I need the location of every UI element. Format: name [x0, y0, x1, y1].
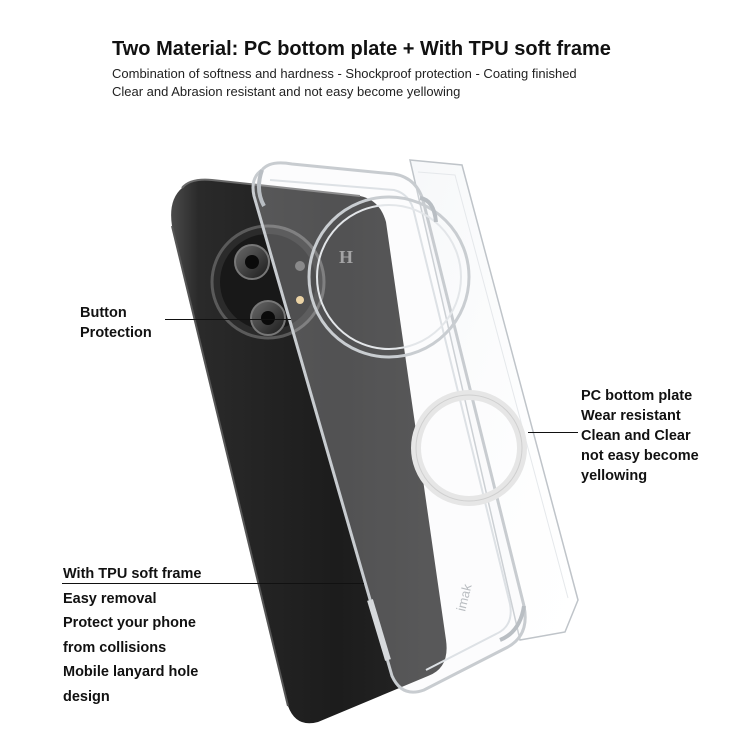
callout-text: Easy removal	[63, 590, 157, 607]
leader-line-tpu	[62, 583, 364, 585]
header: Two Material: PC bottom plate + With TPU…	[112, 36, 732, 101]
callout-text: Clean and Clear	[581, 428, 691, 444]
leader-line-pc	[528, 432, 578, 434]
callout-text: Protection	[80, 325, 152, 341]
callout-text: Button	[80, 305, 127, 321]
case-brand-mark: imak	[453, 582, 474, 613]
callout-text: Protect your phone	[63, 615, 196, 631]
callout-text: not easy become	[581, 448, 699, 464]
leader-line-button	[165, 319, 291, 321]
callout-text: With TPU soft frame	[63, 566, 202, 582]
callout-text: Mobile lanyard hole	[63, 664, 199, 680]
callout-tpu-frame: With TPU soft frame Easy removal Protect…	[63, 562, 201, 709]
callout-text: Wear resistant	[581, 408, 681, 424]
phone-body	[171, 178, 447, 724]
callout-text: from collisions	[63, 639, 167, 656]
subtitle-line-1: Combination of softness and hardness - S…	[112, 66, 577, 81]
callout-pc-bottom-plate: PC bottom plate Wear resistant Clean and…	[581, 386, 699, 486]
subtitle-line-2: Clear and Abrasion resistant and not eas…	[112, 84, 461, 99]
callout-text: design	[63, 688, 110, 705]
phone-logo: H	[339, 247, 353, 267]
callout-button-protection: Button Protection	[80, 303, 152, 343]
tpu-case-frame	[251, 161, 527, 694]
callout-text: yellowing	[581, 468, 648, 484]
callout-text: PC bottom plate	[581, 388, 693, 404]
headline: Two Material: PC bottom plate + With TPU…	[112, 38, 611, 60]
